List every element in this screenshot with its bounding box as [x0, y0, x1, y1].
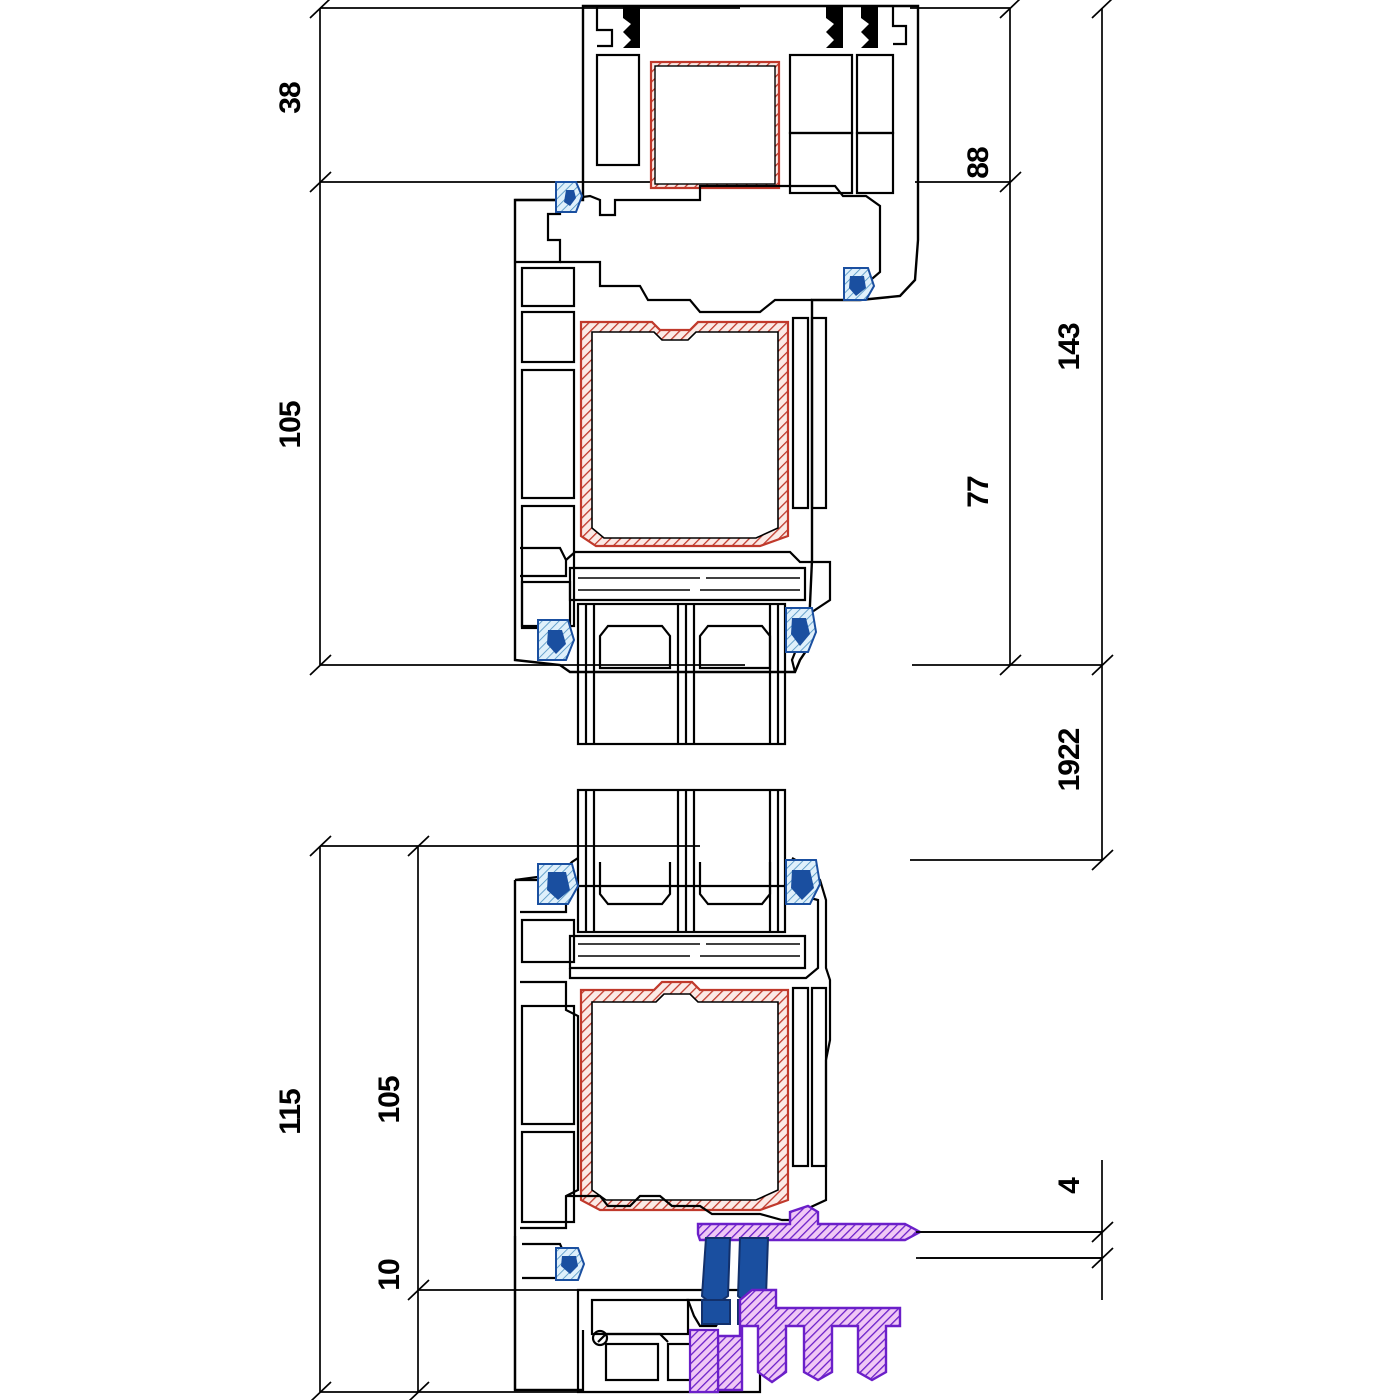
dimension-lines-left-top [309, 0, 745, 676]
base-link [597, 1332, 669, 1343]
glazing-unit-upper [576, 602, 787, 746]
lower-chamber-c [520, 1130, 576, 1224]
lower-chamber-b [520, 1004, 576, 1126]
dim-label-115: 115 [274, 1089, 307, 1135]
seal-notch-c [861, 6, 878, 48]
upper-chamber-3 [788, 131, 854, 195]
lower-profile-section [513, 788, 832, 1394]
dim-label-38: 38 [274, 82, 307, 114]
threshold-foot-base-left [701, 1299, 731, 1325]
upper-chamber-5 [855, 131, 895, 195]
steel-core-top [654, 65, 776, 185]
sill-step-edge [566, 1194, 800, 1222]
lower-base-block [576, 1288, 762, 1394]
transom-top-edge [559, 184, 882, 286]
threshold-drainage-profile [716, 1288, 902, 1392]
base-chamber-2 [604, 1342, 660, 1382]
glazing-unit-lower [576, 788, 787, 934]
dim-label-105a: 105 [274, 401, 307, 448]
dim-label-105b: 105 [373, 1076, 406, 1123]
upper-lip-left [595, 6, 614, 48]
lower-chamber-d [791, 986, 810, 1168]
glazing-bead-upper [568, 566, 807, 602]
threshold-top-plate [696, 1204, 923, 1242]
upper-chamber-1 [595, 53, 641, 167]
transom-chamber-c [520, 368, 576, 500]
lower-chamber-e [810, 986, 828, 1168]
steel-core-middle [591, 331, 779, 539]
glazing-bead-lines-lower [578, 943, 800, 957]
dim-label-1922: 1922 [1053, 728, 1086, 791]
glazing-bead-lines [578, 577, 800, 591]
dimension-labels: 38 105 115 105 10 88 143 77 1922 4 [274, 82, 1086, 1291]
dim-label-143: 143 [1053, 323, 1086, 370]
lower-bead-support [565, 884, 820, 980]
dim-label-77: 77 [962, 476, 995, 508]
transom-chamber-b [520, 310, 576, 364]
threshold-end-lip [688, 1328, 720, 1394]
dim-label-4: 4 [1053, 1177, 1086, 1194]
base-round-detail [591, 1329, 609, 1347]
threshold-detail [688, 1204, 923, 1394]
transom-chamber-f [810, 316, 828, 510]
dimension-lines-right [910, 0, 1114, 1300]
gaskets-lower [537, 859, 822, 1281]
glazing-bead-lower [568, 934, 807, 970]
upper-lip-right [891, 6, 908, 46]
steel-core-lower [591, 993, 779, 1201]
transom-chamber-e [791, 316, 810, 510]
seal-notch-b [826, 6, 843, 48]
threshold-gasket-foot-left [700, 1237, 732, 1308]
dim-label-88: 88 [962, 147, 995, 179]
transom-chamber-a [520, 266, 576, 308]
lower-chamber-a [520, 918, 576, 964]
gaskets-upper [537, 181, 876, 661]
transom-step-edge [560, 260, 812, 314]
seal-notch-a [623, 6, 640, 48]
upper-profile-section [513, 4, 920, 746]
lower-left-flank [513, 1236, 583, 1392]
dim-label-10: 10 [373, 1259, 406, 1291]
threshold-extension-lines [916, 1231, 1102, 1259]
